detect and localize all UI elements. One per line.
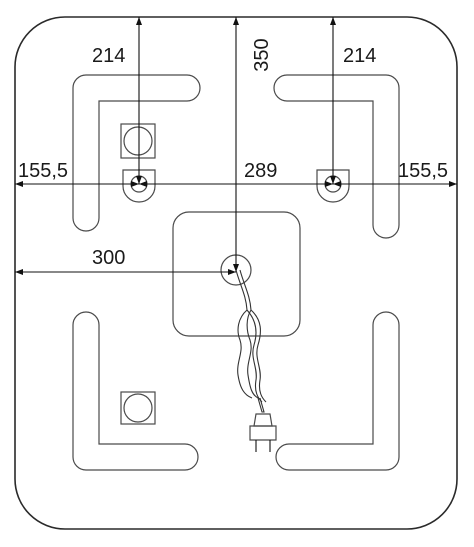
- label-mount-spacing: 289: [244, 160, 277, 182]
- arrow-left-bottom: [136, 176, 142, 184]
- arrow-right-top: [330, 17, 336, 25]
- arrow-right-edge: [449, 181, 457, 187]
- label-top-left-width: 214: [92, 45, 125, 67]
- label-center-offset: 300: [92, 247, 125, 269]
- arrow-center-left: [15, 269, 23, 275]
- arrow-left-mount-out: [139, 181, 147, 187]
- arrow-center-top: [233, 17, 239, 25]
- switch-module-lower: [120, 391, 156, 425]
- led-strip-top-right: [273, 74, 400, 239]
- label-center-height: 350: [251, 38, 273, 71]
- arrow-right-bottom: [330, 176, 336, 184]
- label-left-offset: 155,5: [18, 160, 68, 182]
- arrow-left-top: [136, 17, 142, 25]
- label-top-right-width: 214: [343, 45, 376, 67]
- led-strip-top-left: [72, 74, 201, 232]
- arrow-center-right: [228, 269, 236, 275]
- plug-icon: [249, 413, 277, 452]
- arrow-left-edge: [15, 181, 23, 187]
- led-strip-bottom-left: [72, 311, 199, 471]
- arrow-right-mount-in: [325, 181, 333, 187]
- switch-module-upper: [120, 123, 156, 159]
- arrow-left-mount-in: [131, 181, 139, 187]
- arrow-center-bottom: [233, 264, 239, 272]
- led-strip-bottom-right: [275, 311, 400, 471]
- power-cord: [235, 269, 267, 413]
- arrow-right-mount-out: [333, 181, 341, 187]
- label-right-offset: 155,5: [398, 160, 448, 182]
